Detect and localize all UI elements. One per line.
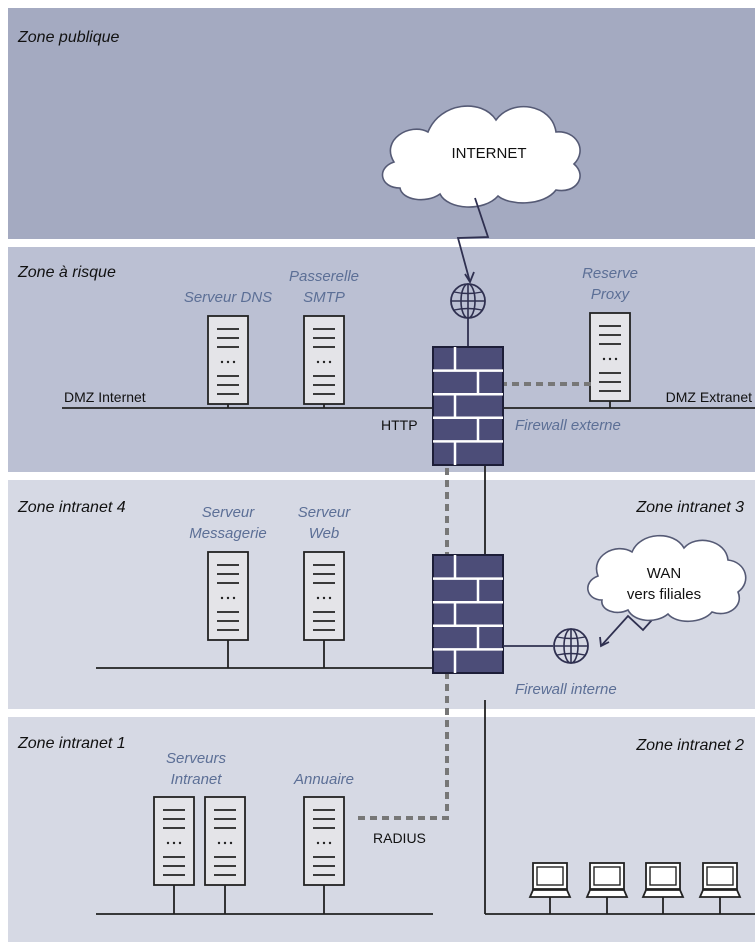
zone-risque-title: Zone à risque (17, 264, 116, 281)
smtp-label-line2: SMTP (303, 289, 345, 306)
wan-label-line1: WAN (647, 565, 681, 582)
intranet-servers-label-line2: Intranet (171, 771, 223, 788)
radius-label: RADIUS (373, 830, 426, 846)
zone-intranet-low-bg (8, 717, 755, 942)
zone-intranet1-title: Zone intranet 1 (17, 735, 126, 752)
wan-label-line2: vers filiales (627, 586, 701, 603)
dns-server-label: Serveur DNS (184, 289, 272, 306)
zone-publique-title: Zone publique (17, 29, 120, 46)
workstation-4-laptop-icon (699, 862, 741, 898)
proxy-label-line1: Reserve (582, 265, 638, 282)
messagerie-label-line2: Messagerie (189, 525, 267, 542)
annuaire-server-icon (303, 796, 345, 886)
intranet-server-1-icon (153, 796, 195, 886)
reverse-proxy-icon (589, 312, 631, 402)
proxy-label-line2: Proxy (591, 286, 631, 303)
internet-cloud-icon (381, 105, 581, 208)
web-server-icon (303, 551, 345, 641)
http-label: HTTP (381, 417, 418, 433)
web-label-line2: Web (309, 525, 340, 542)
external-firewall-label: Firewall externe (515, 417, 621, 434)
dns-server-icon (207, 315, 249, 405)
web-label-line1: Serveur (298, 504, 352, 521)
workstation-2-laptop-icon (586, 862, 628, 898)
intranet-server-2-icon (204, 796, 246, 886)
zone-publique-bg (8, 8, 755, 239)
external-firewall-icon (431, 345, 505, 467)
external-router-globe-icon (450, 283, 486, 319)
internal-router-globe-icon (553, 628, 589, 664)
zone-risque-bg (8, 247, 755, 472)
internet-link-bolt (456, 197, 490, 283)
workstation-1-laptop-icon (529, 862, 571, 898)
intranet-servers-label-line1: Serveurs (166, 750, 227, 767)
smtp-gateway-icon (303, 315, 345, 405)
wan-cloud-icon (587, 534, 747, 623)
internal-firewall-label: Firewall interne (515, 681, 617, 698)
annuaire-label: Annuaire (293, 771, 354, 788)
workstation-3-laptop-icon (642, 862, 684, 898)
internal-firewall-icon (431, 553, 505, 675)
messagerie-server-icon (207, 551, 249, 641)
smtp-label-line1: Passerelle (289, 268, 359, 285)
messagerie-label-line1: Serveur (202, 504, 256, 521)
internet-label: INTERNET (452, 145, 527, 162)
zone-intranet4-title: Zone intranet 4 (17, 499, 126, 516)
zone-intranet3-title: Zone intranet 3 (635, 499, 744, 516)
zone-intranet2-title: Zone intranet 2 (635, 737, 744, 754)
dmz-extranet-label: DMZ Extranet (666, 389, 752, 405)
dmz-internet-label: DMZ Internet (64, 389, 146, 405)
